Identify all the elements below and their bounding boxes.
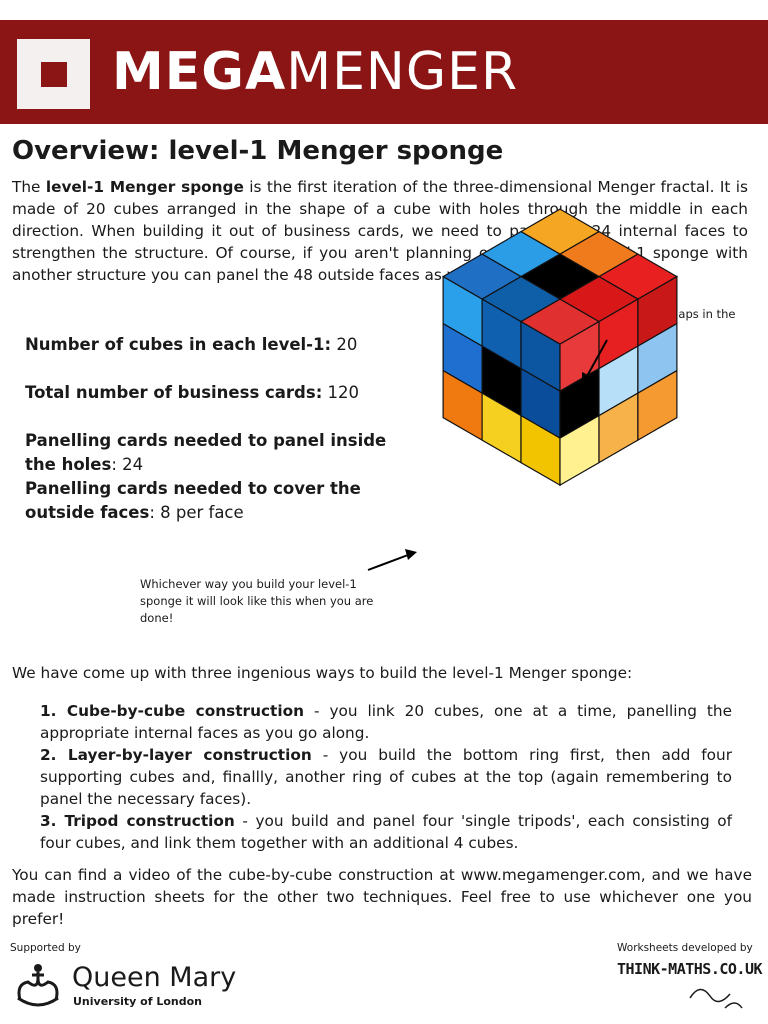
header-banner: MEGAMENGER: [0, 20, 768, 124]
cube-right-cell: [637, 369, 678, 442]
intro-lead: The: [12, 178, 46, 196]
think-maths-doodle-icon: [689, 988, 743, 1009]
outro-paragraph: You can find a video of the cube-by-cube…: [12, 866, 752, 928]
method-label: 3. Tripod construction: [40, 812, 235, 830]
method-text: - you build and panel four 'single tripo…: [40, 812, 732, 852]
stat-label: Number of cubes in each level-1:: [25, 335, 332, 354]
methods-list: 1. Cube-by-cube construction - you link …: [40, 700, 732, 854]
stat-label: Total number of business cards:: [25, 383, 323, 402]
brand-bold: MEGA: [112, 42, 287, 102]
stat-inside-panels: Panelling cards needed to panel inside t…: [25, 429, 405, 477]
stat-cubes: Number of cubes in each level-1: 20: [25, 333, 405, 357]
method-label: 1. Cube-by-cube construction: [40, 702, 305, 720]
stats-block: Number of cubes in each level-1: 20 Tota…: [25, 333, 405, 525]
method-text: - you build the bottom ring first, then …: [40, 746, 732, 808]
queen-mary-name: Queen Mary: [72, 962, 237, 993]
queen-mary-subtitle: University of London: [73, 995, 202, 1008]
queen-mary-logo: Queen Mary University of London: [10, 960, 236, 1012]
arrow-gaps-icon: [582, 339, 608, 386]
arrow-result-icon: [367, 549, 417, 571]
methods-lead: We have come up with three ingenious way…: [12, 664, 633, 682]
method-text: - you link 20 cubes, one at a time, pane…: [40, 702, 732, 742]
method-item: 1. Cube-by-cube construction - you link …: [40, 700, 732, 744]
stat-value: 120: [322, 383, 360, 402]
page-title: Overview: level-1 Menger sponge: [12, 136, 504, 166]
method-label: 2. Layer-by-layer construction: [40, 746, 312, 764]
logo-square-icon: [41, 62, 67, 87]
stat-label: Panelling cards needed to panel inside t…: [25, 431, 387, 474]
worksheets-label: Worksheets developed by: [617, 942, 753, 954]
megamenger-logo: [17, 39, 90, 109]
brand-light: MENGER: [286, 42, 519, 102]
stat-value: : 8 per face: [149, 503, 244, 522]
method-item: 3. Tripod construction - you build and p…: [40, 810, 732, 854]
crown-icon: [17, 964, 59, 1007]
stat-cards: Total number of business cards: 120: [25, 381, 405, 405]
intro-bold: level-1 Menger sponge: [45, 178, 244, 196]
supported-by-label: Supported by: [10, 942, 81, 954]
stat-value: : 24: [111, 455, 144, 474]
method-item: 2. Layer-by-layer construction - you bui…: [40, 744, 732, 810]
stat-label: Panelling cards needed to cover the outs…: [25, 479, 361, 522]
stat-outside-panels: Panelling cards needed to cover the outs…: [25, 477, 405, 525]
think-maths-logo: THINK-MATHS.CO.UK: [617, 960, 763, 978]
brand-title: MEGAMENGER: [112, 40, 518, 104]
stat-value: 20: [331, 335, 358, 354]
callout-result: Whichever way you build your level-1 spo…: [140, 577, 374, 625]
